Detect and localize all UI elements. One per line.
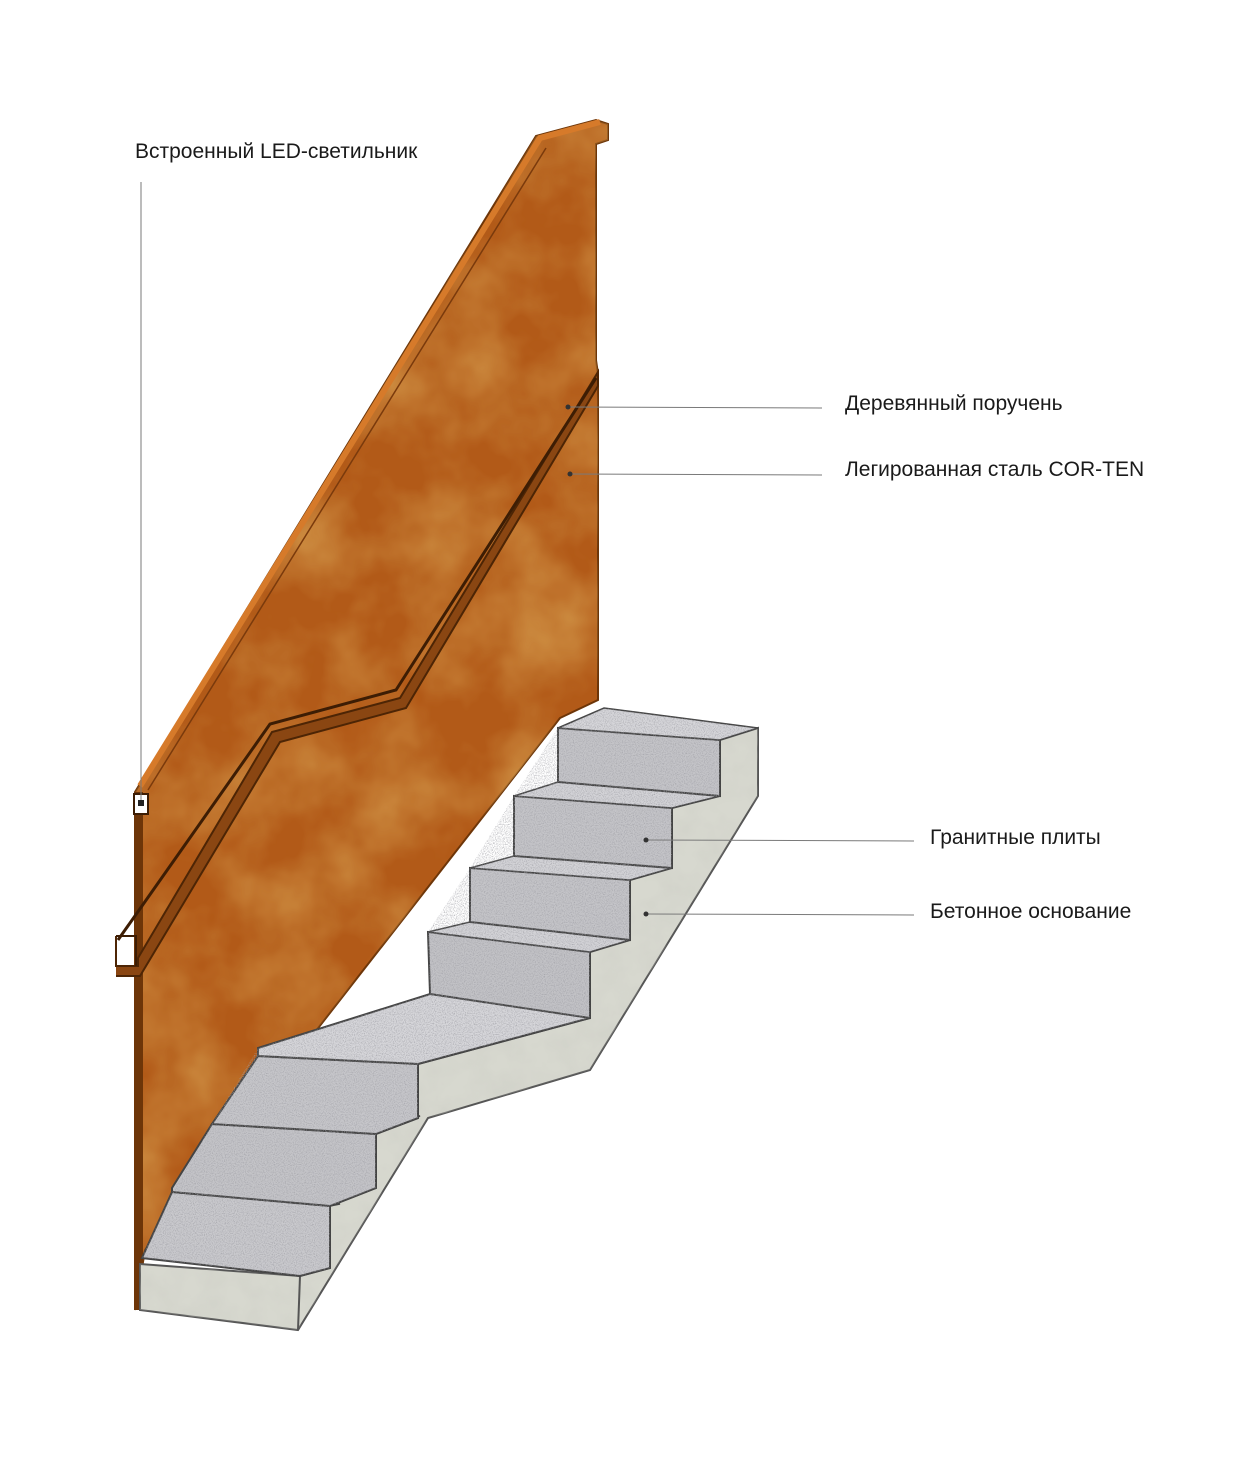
label-wooden-handrail: Деревянный поручень: [845, 392, 1063, 415]
label-concrete-base: Бетонное основание: [930, 900, 1132, 923]
wooden-handrail: [115, 368, 599, 977]
granite-steps: [140, 707, 759, 1278]
dot-steel: [567, 471, 573, 477]
label-corten-steel: Легированная сталь COR-TEN: [845, 458, 1145, 481]
leader-handrail: [567, 406, 823, 409]
label-granite-slabs: Гранитные плиты: [930, 826, 1101, 849]
dot-concrete: [643, 911, 649, 917]
leader-dots: [565, 404, 649, 917]
dot-handrail: [565, 404, 571, 410]
leader-steel: [569, 473, 823, 476]
dot-granite: [643, 837, 649, 843]
label-led-fixture: Встроенный LED-светильник: [135, 140, 418, 163]
leader-concrete: [645, 913, 915, 916]
leader-lines: [140, 182, 915, 916]
leader-granite: [645, 839, 915, 842]
